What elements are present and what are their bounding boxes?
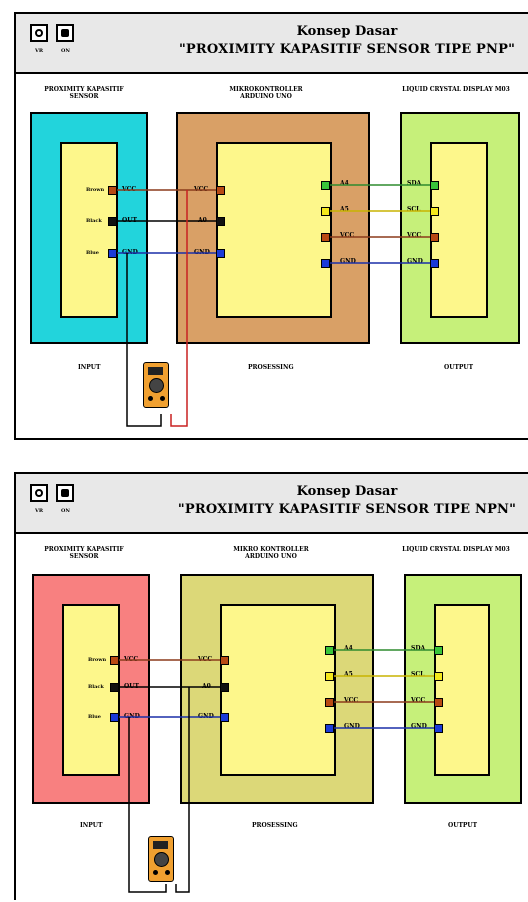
footer-input: INPUT (80, 822, 103, 829)
lcd-pin-label: GND (407, 258, 423, 265)
lcd-pin-gnd (434, 724, 443, 733)
sensor-pin-vcc (108, 186, 117, 195)
mcu-section-label: MIKROKONTROLLER ARDUINO UNO (229, 86, 303, 100)
mcu-pin-a5 (325, 672, 334, 681)
mcu-pin-vcc (216, 186, 225, 195)
wire-name-black: Black (88, 684, 104, 690)
sensor-inner (60, 142, 118, 318)
wiring (119, 649, 434, 893)
lcd-pin-label: SCL (407, 206, 421, 213)
lcd-pin-label: SCL (411, 671, 425, 678)
meter-lead-black (126, 253, 162, 427)
mcu-pin-gnd (220, 713, 229, 722)
diagram-panel-pnp: VR ON Konsep Dasar "PROXIMITY KAPASITIF … (14, 12, 528, 440)
lcd-pin-vcc (434, 698, 443, 707)
mcu-pin-a4 (321, 181, 330, 190)
ctrl-label-vr: VR (35, 508, 44, 514)
meter-lead-black (128, 717, 167, 893)
wire-name-blue: Blue (88, 714, 101, 720)
footer-processing: PROSESSING (252, 822, 298, 829)
arduino-inner (220, 604, 336, 776)
lcd-pin-label: SDA (407, 180, 422, 187)
mcu-right-pin-label: A4 (340, 180, 349, 187)
sensor-pin-vcc (110, 656, 119, 665)
power-switch-icon (56, 484, 74, 502)
panel-header: VR ON Konsep Dasar "PROXIMITY KAPASITIF … (16, 474, 528, 534)
sensor-section-label: PROXIMITY KAPASITIF SENSOR (44, 86, 124, 100)
diagram-title: Konsep Dasar (296, 24, 398, 39)
power-switch-icon (56, 24, 74, 42)
lcd-pin-vcc (430, 233, 439, 242)
diagram-subtitle: "PROXIMITY KAPASITIF SENSOR TIPE PNP" (178, 42, 516, 57)
mcu-right-pin-label: VCC (340, 232, 355, 239)
sensor-pin-gnd (108, 249, 117, 258)
sensor-pin-gnd (110, 713, 119, 722)
mcu-pin-a0 (216, 217, 225, 226)
mcu-right-pin-label: A5 (344, 671, 353, 678)
lcd-section-label: LIQUID CRYSTAL DISPLAY M03 (402, 86, 510, 93)
wire-name-brown: Brown (86, 187, 105, 193)
lcd-pin-sda (430, 181, 439, 190)
wiring (117, 184, 430, 427)
sensor-pin-out (108, 217, 117, 226)
lcd-pin-label: VCC (411, 697, 426, 704)
footer-output: OUTPUT (448, 822, 478, 829)
panel-header: VR ON Konsep Dasar "PROXIMITY KAPASITIF … (16, 14, 528, 74)
multimeter-icon (148, 836, 174, 882)
mcu-pin-gnd-out (321, 259, 330, 268)
mcu-pin-gnd-out (325, 724, 334, 733)
mcu-right-pin-label: VCC (344, 697, 359, 704)
diagram-title: Konsep Dasar (296, 484, 398, 499)
lcd-pin-label: GND (411, 723, 427, 730)
footer-processing: PROSESSING (248, 364, 294, 371)
arduino-inner (216, 142, 332, 318)
mcu-pin-gnd (216, 249, 225, 258)
footer-output: OUTPUT (444, 364, 474, 371)
mcu-pin-vcc (220, 656, 229, 665)
mcu-pin-a4 (325, 646, 334, 655)
sensor-pin-out (110, 683, 119, 692)
wire-name-black: Black (86, 218, 102, 224)
meter-lead-red (170, 190, 188, 427)
mcu-pin-a0 (220, 683, 229, 692)
knob-icon (30, 24, 48, 42)
lcd-pin-gnd (430, 259, 439, 268)
lcd-pin-label: SDA (411, 645, 426, 652)
mcu-right-pin-label: A5 (340, 206, 349, 213)
mcu-pin-vcc-out (321, 233, 330, 242)
lcd-pin-label: VCC (407, 232, 422, 239)
ctrl-label-on: ON (61, 48, 70, 54)
diagram-subtitle: "PROXIMITY KAPASITIF SENSOR TIPE NPN" (177, 502, 517, 517)
mcu-right-pin-label: GND (340, 258, 356, 265)
footer-input: INPUT (78, 364, 101, 371)
mcu-pin-vcc-out (325, 698, 334, 707)
wire-name-blue: Blue (86, 250, 99, 256)
lcd-pin-scl (434, 672, 443, 681)
diagram-panel-npn: VR ON Konsep Dasar "PROXIMITY KAPASITIF … (14, 472, 528, 900)
sensor-section-label: PROXIMITY KAPASITIF SENSOR (44, 546, 124, 560)
lcd-section-label: LIQUID CRYSTAL DISPLAY M03 (402, 546, 510, 553)
knob-icon (30, 484, 48, 502)
lcd-pin-scl (430, 207, 439, 216)
lcd-inner (430, 142, 488, 318)
lcd-inner (434, 604, 490, 776)
mcu-pin-a5 (321, 207, 330, 216)
ctrl-label-on: ON (61, 508, 70, 514)
wire-name-brown: Brown (88, 657, 107, 663)
mcu-right-pin-label: A4 (344, 645, 353, 652)
ctrl-label-vr: VR (35, 48, 44, 54)
multimeter-icon (143, 362, 169, 408)
mcu-section-label: MIKRO KONTROLLER ARDUINO UNO (233, 546, 309, 560)
mcu-right-pin-label: GND (344, 723, 360, 730)
meter-lead-red (175, 687, 190, 893)
lcd-pin-sda (434, 646, 443, 655)
